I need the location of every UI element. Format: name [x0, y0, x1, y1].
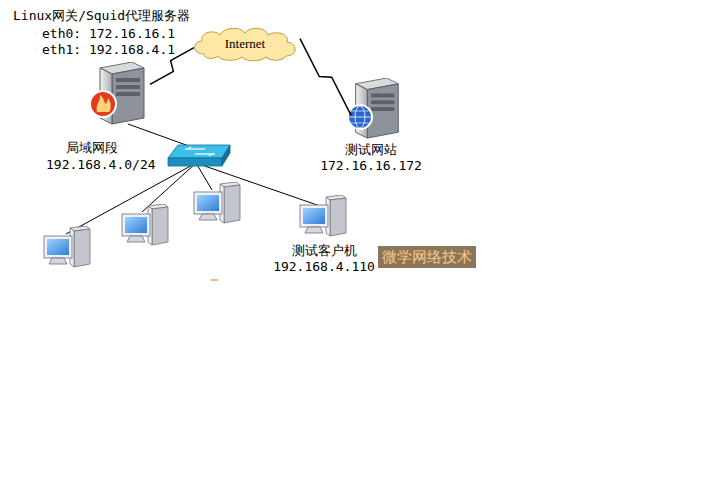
watermark: 微学网络技术	[378, 246, 476, 268]
node-detail: eth0: 172.16.16.1	[42, 26, 175, 41]
network-label: 局域网段	[66, 140, 118, 155]
node-title: Linux网关/Squid代理服务器	[13, 8, 190, 23]
network-label: 192.168.4.0/24	[46, 157, 156, 172]
website-server: 测试网站172.16.16.172	[347, 78, 405, 140]
pc-icon	[122, 204, 168, 245]
firewall-badge	[90, 91, 116, 117]
switch-icon	[168, 145, 230, 166]
pc-icon	[44, 226, 90, 267]
node-detail: eth1: 192.168.4.1	[42, 42, 175, 57]
node-title: 测试客户机	[292, 243, 357, 258]
node-title: 测试网站	[345, 142, 397, 157]
stray-mark	[211, 279, 218, 281]
node-detail: 172.16.16.172	[320, 158, 422, 173]
pc-icon	[300, 195, 346, 236]
gateway-server: Linux网关/Squid代理服务器eth0: 172.16.16.1eth1:…	[92, 62, 150, 126]
internet-cloud: Internet	[190, 26, 300, 62]
node-title: Internet	[225, 36, 265, 52]
client-pc: 测试客户机192.168.4.110	[298, 195, 348, 239]
wan-link	[300, 39, 351, 116]
pc-icon	[194, 182, 240, 223]
node-detail: 192.168.4.110	[273, 259, 375, 274]
globe-badge	[348, 105, 372, 129]
